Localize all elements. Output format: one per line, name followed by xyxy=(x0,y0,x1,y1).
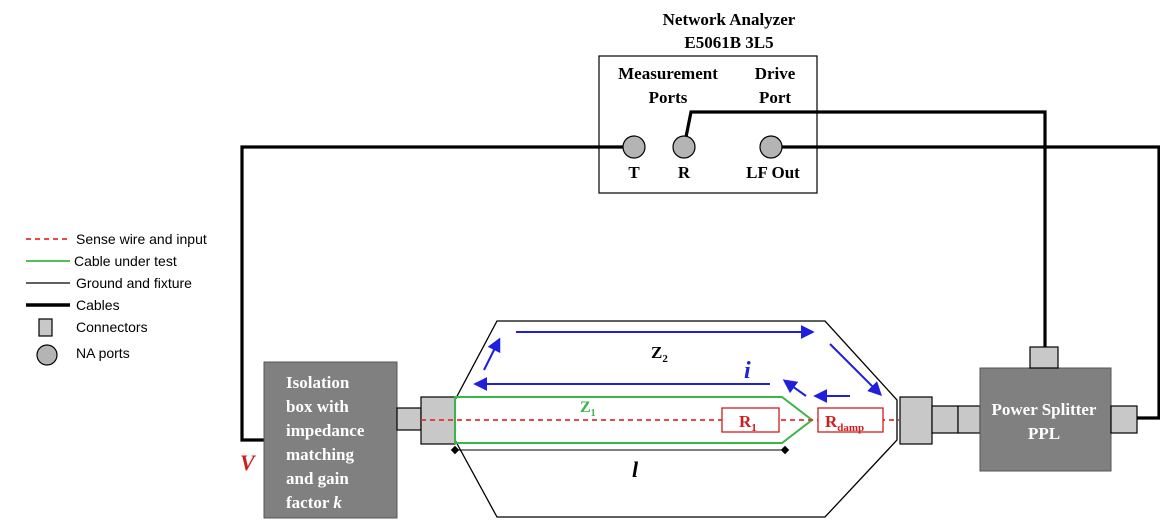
isolation-box-line2: box with xyxy=(286,397,349,416)
length-label: l xyxy=(632,457,639,482)
voltage-label: V xyxy=(240,450,257,475)
measurement-ports-label-line1: Measurement xyxy=(618,64,718,83)
power-splitter-label-line2: PPL xyxy=(1028,424,1060,443)
current-label: i xyxy=(744,358,751,384)
analyzer-title-line2: E5061B 3L5 xyxy=(684,33,773,52)
rdamp-sub: damp xyxy=(837,422,864,434)
r1-main: R xyxy=(739,412,752,431)
port-r-label: R xyxy=(678,163,691,182)
legend: Sense wire and input Cable under test Gr… xyxy=(26,231,207,366)
port-t-label: T xyxy=(628,163,640,182)
isolation-box xyxy=(263,361,398,519)
current-arrow-descend xyxy=(829,343,882,396)
current-path-arrows xyxy=(473,325,882,403)
network-analyzer-box xyxy=(598,55,818,194)
resistor-r1-label: R1 xyxy=(739,412,757,434)
legend-na-ports-label: NA ports xyxy=(76,345,130,361)
cables xyxy=(240,110,1160,442)
legend-connectors-label: Connectors xyxy=(76,319,148,335)
connector-fixture-right xyxy=(899,396,933,445)
current-arrow-return-diagonal xyxy=(782,379,807,397)
connector-cable-a xyxy=(931,405,959,434)
legend-sense-wire-label: Sense wire and input xyxy=(76,231,207,247)
connector-splitter-right xyxy=(1110,405,1138,434)
isolation-box-line6-text: factor xyxy=(286,493,333,512)
legend-ground-label: Ground and fixture xyxy=(76,275,192,291)
resistor-rdamp-label: Rdamp xyxy=(825,412,864,434)
resistor-rdamp xyxy=(817,407,884,433)
length-marker-right xyxy=(780,445,790,455)
legend-na-port-symbol xyxy=(36,344,58,366)
z1-main: Z xyxy=(580,399,591,416)
current-arrow-rise xyxy=(483,337,501,371)
isolation-box-line3: impedance xyxy=(286,421,365,440)
legend-cable-under-test-label: Cable under test xyxy=(74,253,177,269)
cable-lf-out-to-splitter xyxy=(782,145,1160,420)
port-lf-out-circle xyxy=(759,135,783,159)
drive-port-label-line2: Port xyxy=(759,88,791,107)
z1-sub: 1 xyxy=(591,408,596,419)
connector-splitter-top xyxy=(1029,346,1059,369)
rdamp-main: R xyxy=(825,412,838,431)
z1-label: Z1 xyxy=(580,399,596,419)
resistor-r1 xyxy=(721,407,780,433)
cable-under-test xyxy=(454,396,814,444)
isolation-box-line4: matching xyxy=(286,445,355,464)
z2-main: Z xyxy=(651,343,662,362)
connector-cable-b xyxy=(957,405,981,434)
gain-factor-k: k xyxy=(333,493,342,512)
isolation-box-line5: and gain xyxy=(286,469,349,488)
port-t-circle xyxy=(622,135,646,159)
analyzer-title-line1: Network Analyzer xyxy=(663,10,796,29)
port-lf-out-label: LF Out xyxy=(746,163,800,182)
legend-cables-label: Cables xyxy=(76,297,120,313)
isolation-box-line6: factor k xyxy=(286,493,342,512)
measurement-ports-label-line2: Ports xyxy=(649,88,688,107)
port-r-circle xyxy=(672,135,696,159)
z2-sub: 2 xyxy=(662,353,668,365)
power-splitter-label-line1: Power Splitter xyxy=(992,400,1097,419)
power-splitter-box xyxy=(979,367,1112,472)
length-marker-left xyxy=(450,445,460,455)
isolation-box-line1: Isolation xyxy=(286,373,350,392)
z2-label: Z2 xyxy=(651,343,668,365)
r1-sub: 1 xyxy=(751,422,757,434)
drive-port-label-line1: Drive xyxy=(755,64,796,83)
legend-connector-symbol xyxy=(38,318,53,337)
connector-isolation-out xyxy=(396,407,422,431)
cable-r-to-splitter xyxy=(682,110,1047,347)
cable-t-to-isolation-box xyxy=(240,145,625,442)
